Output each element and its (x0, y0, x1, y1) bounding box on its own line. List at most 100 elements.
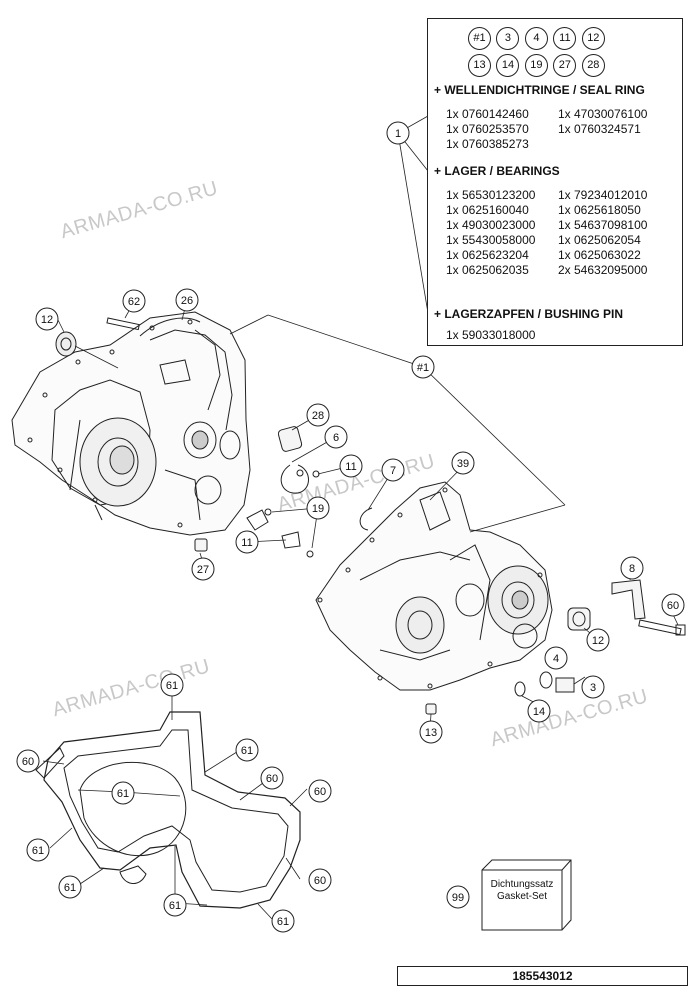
callout-60: 60 (308, 868, 332, 892)
callout-60: 60 (16, 749, 40, 773)
callout-61: 61 (160, 673, 184, 697)
part-number: 1x 0625062054 (558, 233, 641, 247)
callout-39: 39 (451, 451, 475, 475)
legend-circle: 14 (496, 54, 520, 77)
bolt-62 (106, 317, 140, 331)
callout-13: 13 (419, 720, 443, 744)
circlip-6 (280, 464, 309, 494)
gasket-set-box (481, 859, 572, 931)
callout-14: 14 (527, 699, 551, 723)
callout-60: 60 (260, 766, 284, 790)
legend-section-title-bearings: + LAGER / BEARINGS (434, 164, 560, 178)
callout-12: 12 (35, 307, 59, 331)
part-number: 2x 54632095000 (558, 263, 648, 277)
callout-99: 99 (446, 885, 470, 909)
svg-text:13: 13 (425, 727, 437, 739)
svg-text:61: 61 (166, 680, 178, 692)
callout-7: 7 (381, 458, 405, 482)
callout-60: 60 (308, 779, 332, 803)
callout-11: 11 (235, 530, 259, 554)
svg-text:7: 7 (390, 465, 396, 477)
svg-text:61: 61 (241, 745, 253, 757)
callout-1: 1 (386, 121, 410, 145)
pin-13 (425, 703, 437, 715)
legend-circle: 19 (524, 54, 548, 77)
bracket-11 (246, 509, 269, 531)
diagram-number: 185543012 (397, 966, 688, 986)
callout-8: 8 (620, 556, 644, 580)
svg-text:11: 11 (345, 461, 356, 473)
legend-included-parts: #1 3 4 11 12 13 14 19 27 28 (468, 27, 668, 81)
part-number: 1x 0625062035 (446, 263, 529, 277)
right-crankcase-half (315, 481, 553, 691)
legend-circle: 13 (468, 54, 491, 77)
svg-text:61: 61 (117, 788, 129, 800)
callout-62: 62 (122, 289, 146, 313)
svg-text:61: 61 (64, 882, 76, 894)
legend-circle: 12 (581, 27, 605, 50)
legend-circle: #1 (468, 27, 491, 50)
callout-61: 61 (235, 738, 259, 762)
callout-hash1: #1 (411, 355, 435, 379)
part-number: 1x 56530123200 (446, 188, 536, 202)
screw-3 (555, 677, 575, 693)
svg-text:1: 1 (395, 128, 401, 140)
callout-28: 28 (306, 403, 330, 427)
svg-text:26: 26 (181, 295, 193, 307)
callout-12: 12 (586, 628, 610, 652)
svg-text:60: 60 (667, 600, 679, 612)
legend-circle: 11 (553, 27, 577, 50)
svg-text:39: 39 (457, 458, 469, 470)
legend-bushing-pin-list: 1x 59033018000 (446, 328, 558, 343)
legend-circle: 28 (581, 54, 605, 77)
part-number: 1x 79234012010 (558, 188, 648, 202)
callout-60: 60 (661, 593, 685, 617)
callout-61: 61 (26, 838, 50, 862)
svg-text:12: 12 (41, 314, 53, 326)
callout-61: 61 (163, 893, 187, 917)
svg-text:4: 4 (553, 653, 559, 665)
oring-14 (514, 681, 526, 697)
gasket-26 (139, 317, 201, 337)
svg-text:6: 6 (333, 432, 339, 444)
callout-4: 4 (544, 646, 568, 670)
svg-text:11: 11 (241, 537, 252, 549)
part-number: 1x 0760253570 (446, 122, 529, 136)
gasket-set-drawing (35, 711, 301, 909)
legend-section-title-seal-ring: + WELLENDICHTRINGE / SEAL RING (434, 83, 645, 97)
legend-circle: 3 (496, 27, 520, 50)
part-number: 1x 0625623204 (446, 248, 529, 262)
left-crankcase-half (11, 311, 251, 536)
gasket-set-label: Dichtungssatz Gasket-Set (480, 879, 564, 903)
svg-text:61: 61 (277, 916, 289, 928)
svg-text:61: 61 (32, 845, 44, 857)
callout-61: 61 (271, 909, 295, 933)
bushing-28 (277, 426, 303, 452)
dowel-27 (194, 538, 208, 552)
callout-3: 3 (581, 675, 605, 699)
part-number: 1x 0760385273 (446, 137, 529, 151)
parts-legend: #1 3 4 11 12 13 14 19 27 28 + WELLENDICH… (427, 18, 683, 346)
part-number: 1x 0625618050 (558, 203, 641, 217)
seal-ring-12-left (55, 331, 77, 357)
part-number: 1x 55430058000 (446, 233, 536, 247)
svg-text:99: 99 (452, 892, 464, 904)
svg-text:28: 28 (312, 410, 324, 422)
bolt-11 (296, 469, 304, 477)
part-number: 1x 0625063022 (558, 248, 641, 262)
svg-text:27: 27 (197, 564, 209, 576)
svg-text:60: 60 (314, 786, 326, 798)
callout-19: 19 (306, 496, 330, 520)
part-number: 1x 0760324571 (558, 122, 641, 136)
svg-text:62: 62 (128, 296, 140, 308)
svg-text:61: 61 (169, 900, 181, 912)
svg-text:60: 60 (266, 773, 278, 785)
legend-circles-row-1: #1 3 4 11 12 (468, 27, 668, 54)
callout-61: 61 (58, 875, 82, 899)
callout-6: 6 (324, 425, 348, 449)
svg-text:#1: #1 (417, 362, 429, 374)
bracket-8 (611, 579, 646, 620)
svg-text:12: 12 (592, 635, 604, 647)
